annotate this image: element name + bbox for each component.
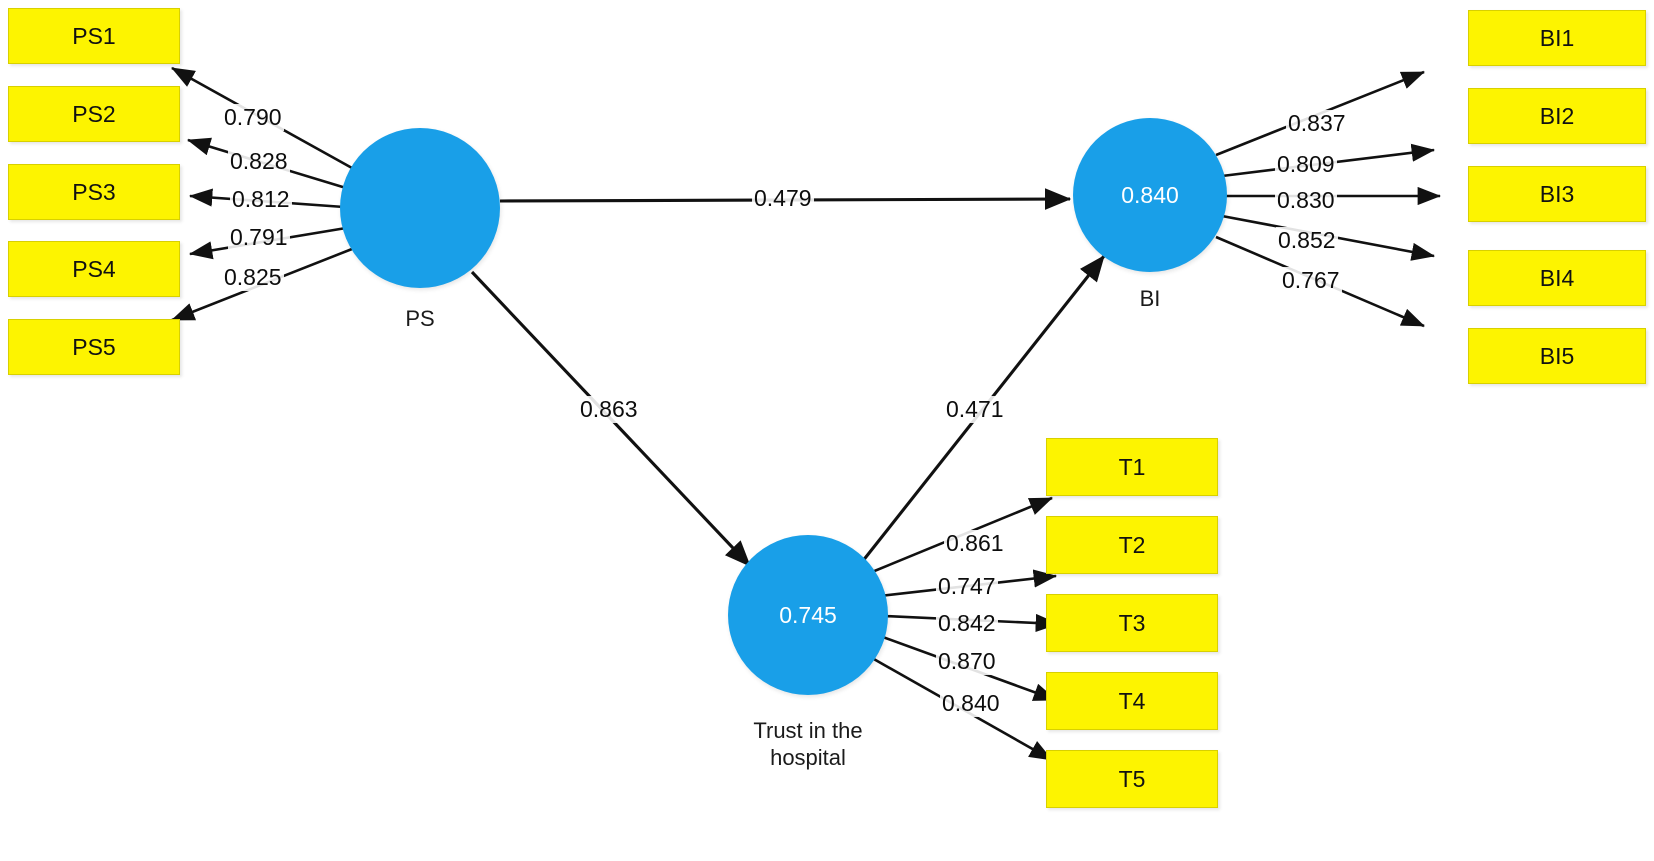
- loading-label-ps1: 0.790: [222, 104, 284, 131]
- path-label-trust-bi: 0.471: [944, 396, 1006, 423]
- indicator-box-t1[interactable]: T1: [1046, 438, 1218, 496]
- loading-label-t1: 0.861: [944, 530, 1006, 557]
- loading-label-bi2: 0.809: [1275, 151, 1337, 178]
- indicator-label: T3: [1118, 609, 1146, 636]
- indicator-label: PS3: [72, 178, 116, 205]
- indicator-box-t5[interactable]: T5: [1046, 750, 1218, 808]
- indicator-label: PS1: [72, 22, 116, 49]
- path-label-ps-trust: 0.863: [578, 396, 640, 423]
- indicator-box-ps2[interactable]: PS2: [8, 86, 180, 142]
- loading-label-bi4: 0.852: [1276, 227, 1338, 254]
- indicator-label: T4: [1118, 687, 1146, 714]
- indicator-label: BI4: [1539, 264, 1575, 291]
- indicator-label: T2: [1118, 531, 1146, 558]
- indicator-label: PS2: [72, 100, 116, 127]
- indicator-label: T5: [1118, 765, 1146, 792]
- indicator-label: PS4: [72, 255, 116, 282]
- indicator-label: T1: [1118, 453, 1146, 480]
- loading-label-t5: 0.840: [940, 690, 1002, 717]
- loading-label-t2: 0.747: [936, 573, 998, 600]
- indicator-label: BI1: [1539, 24, 1575, 51]
- construct-label-trust: Trust in the hospital: [753, 718, 863, 770]
- indicator-box-bi3[interactable]: BI3: [1468, 166, 1646, 222]
- indicator-box-t3[interactable]: T3: [1046, 594, 1218, 652]
- construct-circle-trust[interactable]: 0.745: [728, 535, 888, 695]
- construct-label-bi: BI: [1139, 286, 1161, 311]
- indicator-label: BI3: [1539, 180, 1575, 207]
- loading-label-t3: 0.842: [936, 610, 998, 637]
- indicator-box-ps1[interactable]: PS1: [8, 8, 180, 64]
- indicator-label: PS5: [72, 333, 116, 360]
- indicator-box-ps3[interactable]: PS3: [8, 164, 180, 220]
- indicator-box-bi2[interactable]: BI2: [1468, 88, 1646, 144]
- indicator-box-ps4[interactable]: PS4: [8, 241, 180, 297]
- indicator-label: BI5: [1539, 342, 1575, 369]
- loading-label-bi3: 0.830: [1275, 187, 1337, 214]
- indicator-box-bi4[interactable]: BI4: [1468, 250, 1646, 306]
- construct-r2-value: 0.745: [779, 601, 837, 628]
- loading-label-bi1: 0.837: [1286, 110, 1348, 137]
- construct-label-ps: PS: [405, 306, 435, 331]
- loading-label-bi5: 0.767: [1280, 267, 1342, 294]
- loading-label-t4: 0.870: [936, 648, 998, 675]
- path-label-ps-bi: 0.479: [752, 185, 814, 212]
- construct-r2-value: 0.840: [1121, 181, 1179, 208]
- loading-label-ps5: 0.825: [222, 264, 284, 291]
- indicator-box-bi5[interactable]: BI5: [1468, 328, 1646, 384]
- indicator-box-t2[interactable]: T2: [1046, 516, 1218, 574]
- indicator-box-ps5[interactable]: PS5: [8, 319, 180, 375]
- indicator-box-t4[interactable]: T4: [1046, 672, 1218, 730]
- loading-label-ps4: 0.791: [228, 224, 290, 251]
- construct-circle-bi[interactable]: 0.840: [1073, 118, 1227, 272]
- construct-circle-ps[interactable]: [340, 128, 500, 288]
- structural-path-arrows: [470, 188, 1106, 568]
- loading-label-ps3: 0.812: [230, 186, 292, 213]
- loading-label-ps2: 0.828: [228, 148, 290, 175]
- indicator-box-bi1[interactable]: BI1: [1468, 10, 1646, 66]
- indicator-label: BI2: [1539, 102, 1575, 129]
